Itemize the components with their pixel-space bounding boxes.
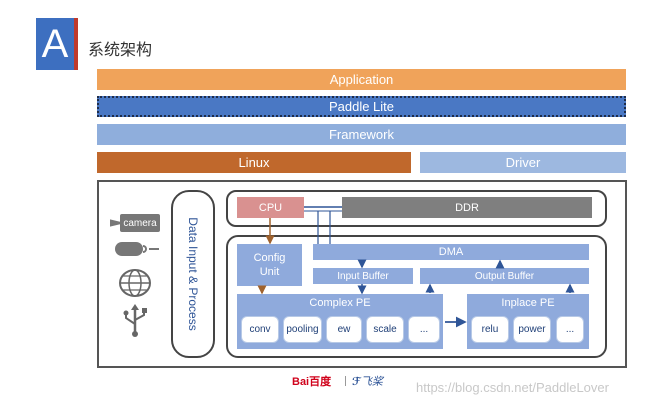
page-title: 系统架构 bbox=[88, 40, 153, 59]
complex-op-conv: conv bbox=[241, 316, 279, 343]
camera-label: camera bbox=[123, 217, 157, 229]
watermark: https://blog.csdn.net/PaddleLover bbox=[416, 380, 609, 395]
complex-op-more: ... bbox=[408, 316, 440, 343]
badge-accent-bar bbox=[74, 18, 78, 70]
baidu-logo: Bai百度 bbox=[292, 373, 331, 389]
camera-icon: camera bbox=[110, 214, 160, 232]
baidu-logo-text: Bai百度 bbox=[292, 376, 332, 388]
dma-label: DMA bbox=[438, 246, 464, 258]
microphone-icon bbox=[115, 241, 159, 257]
config-unit-label: Config Unit bbox=[253, 252, 286, 278]
paddle-lite-layer: Paddle Lite bbox=[97, 96, 626, 117]
framework-layer: Framework bbox=[97, 124, 626, 145]
cpu-block: CPU bbox=[237, 197, 304, 218]
paddle-logo: ℱ飞桨 bbox=[352, 373, 383, 389]
globe-icon bbox=[118, 268, 152, 298]
usb-icon bbox=[120, 304, 150, 338]
complex-op-pooling: pooling bbox=[283, 316, 322, 343]
accelerator-container bbox=[226, 235, 607, 358]
driver-layer: Driver bbox=[420, 152, 626, 173]
output-buffer-label: Output Buffer bbox=[474, 270, 535, 282]
input-buffer-label: Input Buffer bbox=[337, 270, 389, 282]
dma-block: DMA bbox=[313, 244, 589, 260]
section-letter: A bbox=[41, 21, 69, 66]
ddr-block: DDR bbox=[342, 197, 592, 218]
cpu-label: CPU bbox=[258, 201, 283, 214]
ddr-label: DDR bbox=[455, 201, 479, 214]
linux-layer: Linux bbox=[97, 152, 411, 173]
paddle-logo-mark: ℱ bbox=[352, 376, 361, 388]
section-letter-badge: A bbox=[36, 18, 74, 70]
memory-container bbox=[226, 190, 607, 227]
input-buffer-block: Input Buffer bbox=[313, 268, 413, 284]
application-layer: Application bbox=[97, 69, 626, 90]
complex-pe-label: Complex PE bbox=[309, 297, 371, 309]
logo-divider bbox=[345, 376, 346, 386]
hardware-frame bbox=[97, 180, 627, 368]
paddle-logo-text: 飞桨 bbox=[360, 376, 383, 388]
inplace-op-power: power bbox=[513, 316, 551, 343]
inplace-op-more: ... bbox=[556, 316, 584, 343]
inplace-op-relu: relu bbox=[471, 316, 509, 343]
complex-op-scale: scale bbox=[366, 316, 404, 343]
output-buffer-block: Output Buffer bbox=[420, 268, 589, 284]
config-unit-block: Config Unit bbox=[237, 244, 302, 286]
data-input-process-box bbox=[171, 190, 215, 358]
complex-op-ew: ew bbox=[326, 316, 362, 343]
inplace-pe-label: Inplace PE bbox=[501, 297, 555, 309]
